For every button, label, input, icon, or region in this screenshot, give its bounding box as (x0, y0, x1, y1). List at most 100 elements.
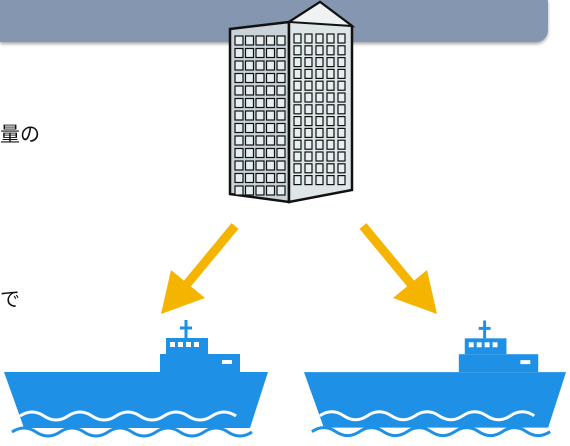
building-window (338, 140, 345, 149)
building-window (256, 174, 264, 183)
building-window (338, 105, 345, 114)
building-window (256, 111, 264, 120)
building-window (256, 86, 264, 95)
building-window (277, 111, 285, 120)
building-window (277, 86, 285, 95)
building-window (246, 149, 254, 158)
building-window (294, 140, 301, 149)
building-window (277, 136, 285, 145)
building-window (305, 128, 312, 137)
building-window (338, 93, 345, 102)
building-window (277, 49, 285, 58)
building-window (267, 99, 275, 108)
building-window (327, 140, 334, 149)
building-window (235, 161, 243, 170)
building-window (267, 111, 275, 120)
building-window (316, 105, 323, 114)
building-window (277, 186, 285, 195)
cargo-ship-icon (0, 320, 272, 446)
building-window (277, 124, 285, 133)
building-window (235, 49, 243, 58)
building-window (256, 36, 264, 45)
building-window (316, 176, 323, 185)
building-window (327, 164, 334, 173)
building-window (338, 117, 345, 126)
building-window (256, 99, 264, 108)
building-window (316, 93, 323, 102)
building-window (267, 186, 275, 195)
building-window (305, 105, 312, 114)
building-window (277, 74, 285, 83)
building-window (316, 69, 323, 78)
building-window (277, 36, 285, 45)
building-window (338, 69, 345, 78)
office-building-icon (226, 0, 356, 202)
building-window (338, 176, 345, 185)
building-window (316, 140, 323, 149)
building-window (327, 58, 334, 67)
building-window (235, 136, 243, 145)
building-window (327, 117, 334, 126)
building-window (267, 61, 275, 70)
building-window (267, 174, 275, 183)
building-window (235, 174, 243, 183)
building-window (246, 124, 254, 133)
building-window (267, 136, 275, 145)
building-window (305, 34, 312, 43)
building-window (256, 61, 264, 70)
building-window (267, 36, 275, 45)
building-window (338, 164, 345, 173)
building-window (338, 128, 345, 137)
building-window (294, 34, 301, 43)
building-window (235, 186, 243, 195)
building-window (256, 149, 264, 158)
building-window (305, 152, 312, 161)
building-window (327, 34, 334, 43)
building-window (246, 36, 254, 45)
building-window (235, 124, 243, 133)
building-window (316, 152, 323, 161)
building-window (305, 117, 312, 126)
building-window (246, 136, 254, 145)
building-window (294, 164, 301, 173)
building-window (267, 124, 275, 133)
building-window (305, 46, 312, 55)
building-window (267, 161, 275, 170)
building-window (277, 149, 285, 158)
building-window (246, 61, 254, 70)
building-window (294, 58, 301, 67)
building-window (294, 105, 301, 114)
arrow-down-right-icon (355, 220, 445, 320)
building-window (235, 74, 243, 83)
building-window (316, 58, 323, 67)
building-window (316, 128, 323, 137)
building-window (246, 74, 254, 83)
building-window (277, 161, 285, 170)
building-window (256, 74, 264, 83)
text-fragment-2: で (0, 287, 20, 311)
building-window (338, 152, 345, 161)
building-window (277, 61, 285, 70)
building-window (316, 117, 323, 126)
building-window (327, 93, 334, 102)
building-window (246, 186, 254, 195)
building-window (338, 58, 345, 67)
building-window (305, 93, 312, 102)
building-window (256, 49, 264, 58)
building-window (277, 99, 285, 108)
building-window (246, 49, 254, 58)
building-window (316, 34, 323, 43)
building-window (235, 61, 243, 70)
building-window (246, 111, 254, 120)
building-window (235, 86, 243, 95)
building-window (327, 105, 334, 114)
building-window (305, 140, 312, 149)
building-window (294, 117, 301, 126)
building-window (338, 34, 345, 43)
building-window (316, 81, 323, 90)
building-window (327, 69, 334, 78)
building-window (294, 128, 301, 137)
building-window (294, 93, 301, 102)
building-window (327, 176, 334, 185)
building-window (246, 86, 254, 95)
